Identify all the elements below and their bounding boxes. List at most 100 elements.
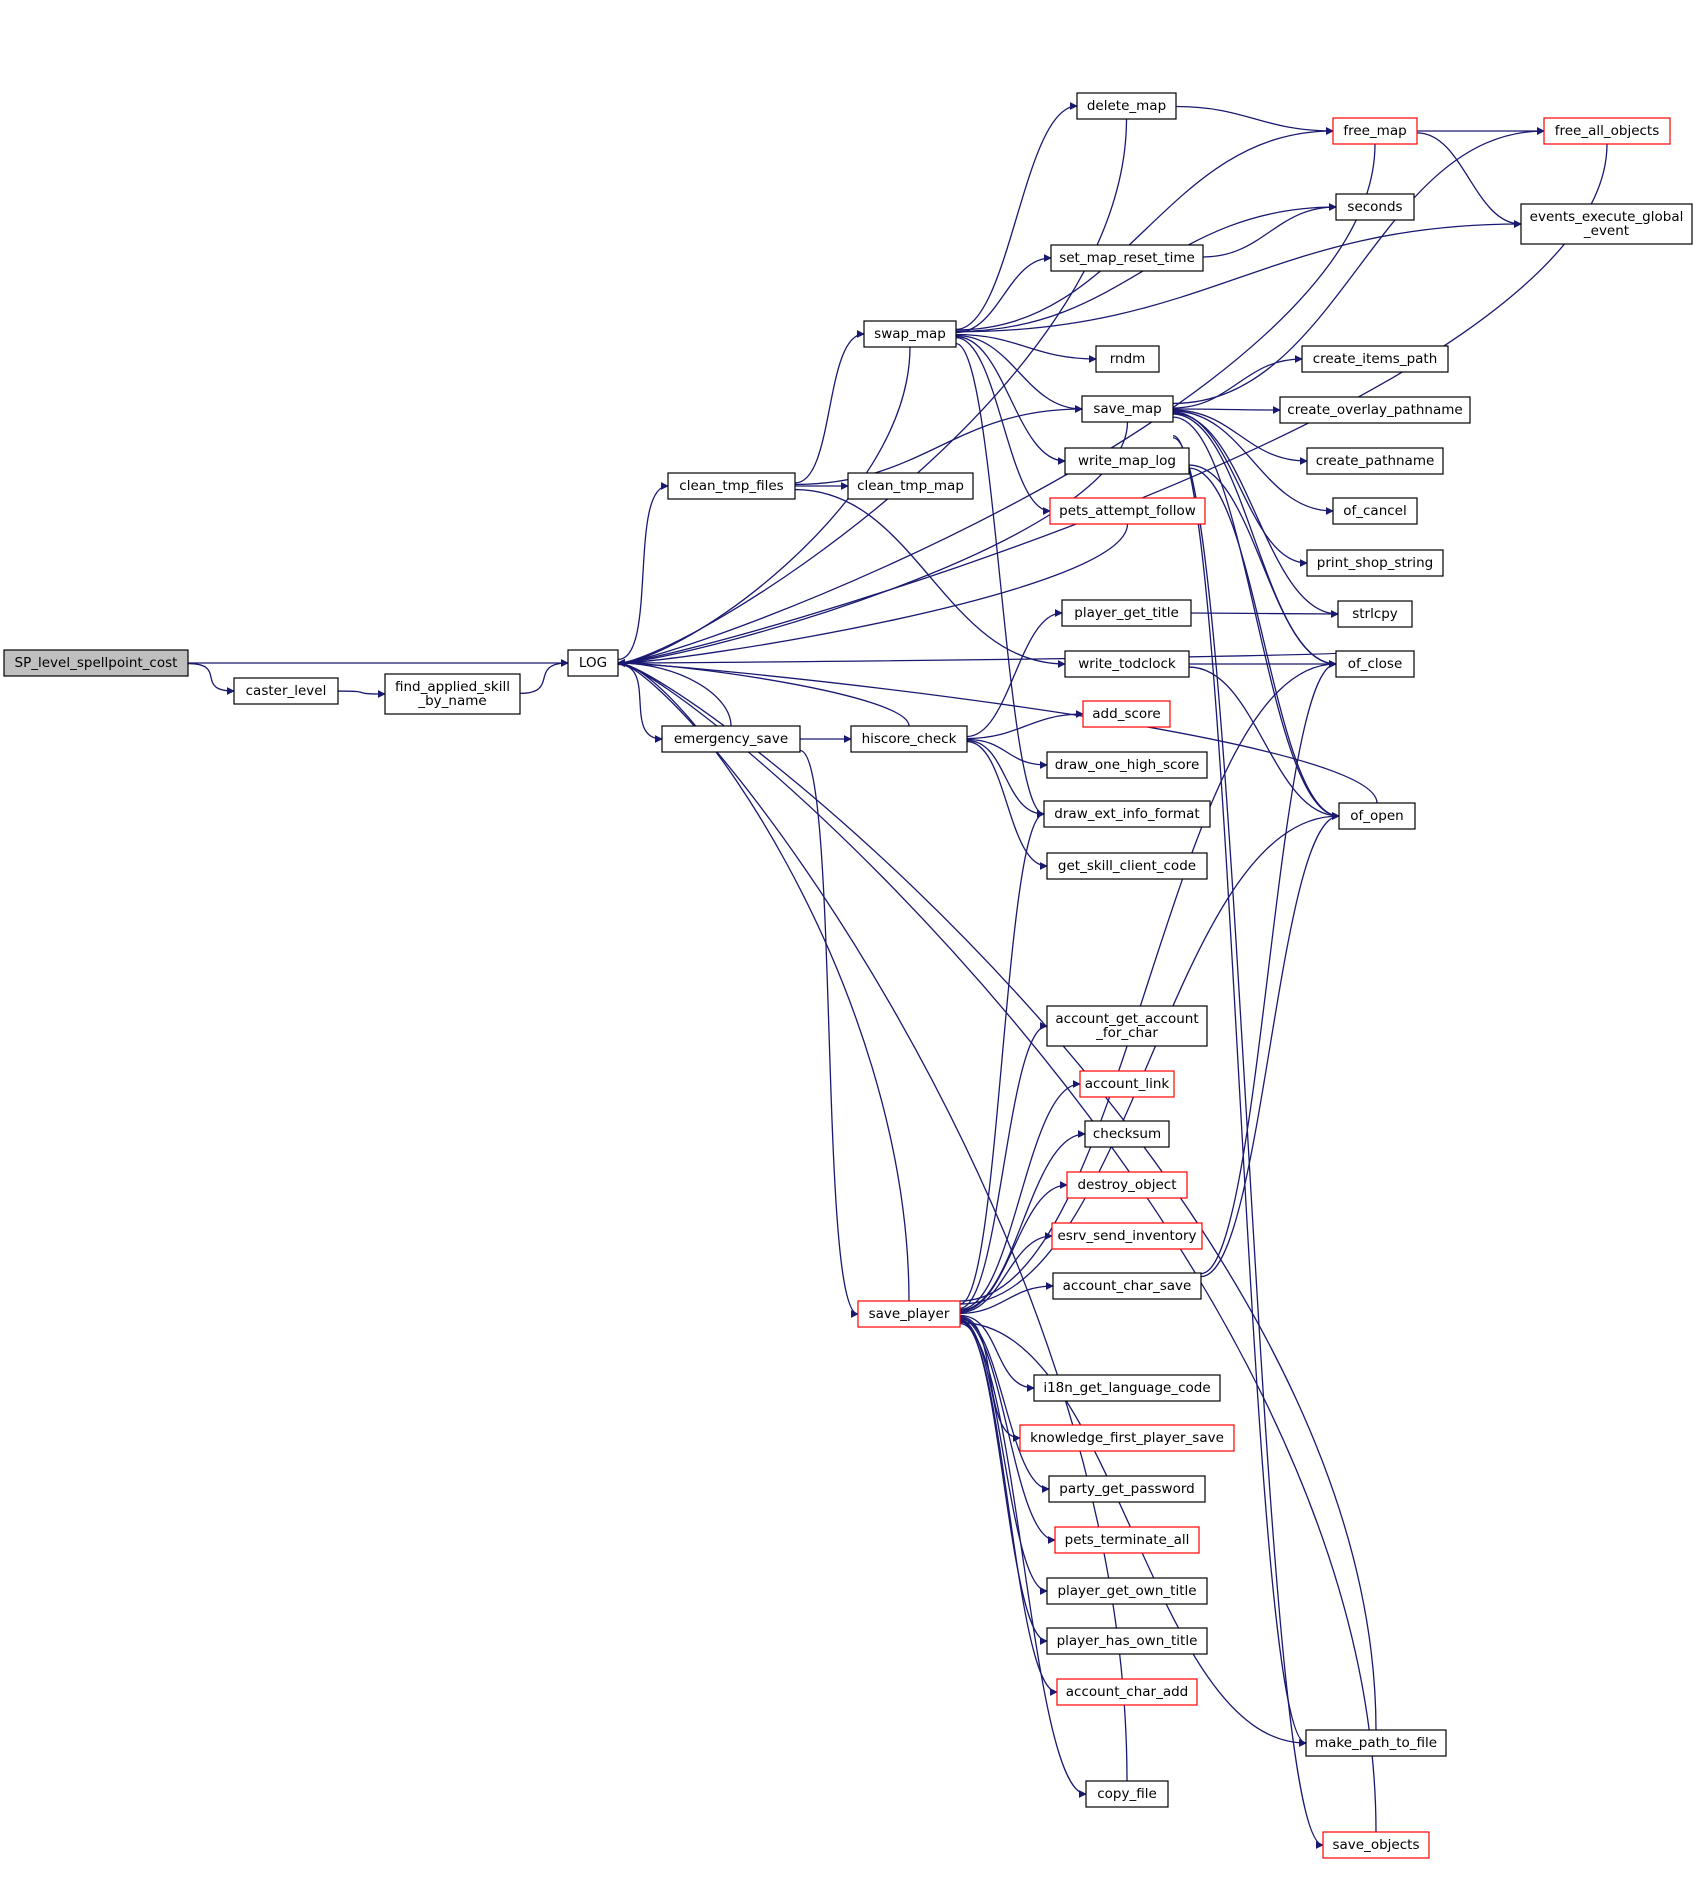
node-box: [1322, 1831, 1430, 1859]
node-set_map_reset_time[interactable]: set_map_reset_time: [1050, 244, 1204, 272]
node-box: [1064, 447, 1190, 475]
node-strlcpy[interactable]: strlcpy: [1337, 600, 1413, 628]
node-account_link[interactable]: account_link: [1079, 1070, 1175, 1098]
node-destroy_object[interactable]: destroy_object: [1066, 1171, 1188, 1199]
node-save_player[interactable]: save_player: [857, 1300, 961, 1328]
node-label: caster_level: [246, 683, 327, 699]
node-of_close[interactable]: of_close: [1335, 650, 1415, 678]
node-label: pets_terminate_all: [1065, 1532, 1190, 1548]
node-label: i18n_get_language_code: [1043, 1380, 1210, 1396]
node-save_map[interactable]: save_map: [1081, 395, 1174, 423]
node-log[interactable]: LOG: [567, 649, 619, 677]
node-clean_tmp_map[interactable]: clean_tmp_map: [847, 472, 974, 500]
node-box: [1054, 1526, 1200, 1554]
node-checksum[interactable]: checksum: [1084, 1120, 1170, 1148]
node-pets_terminate_all[interactable]: pets_terminate_all: [1054, 1526, 1200, 1554]
node-box: [1520, 203, 1693, 245]
node-draw_one_high_score[interactable]: draw_one_high_score: [1046, 751, 1208, 779]
node-label: save_map: [1093, 401, 1161, 417]
node-of_cancel[interactable]: of_cancel: [1332, 497, 1418, 525]
node-delete_map[interactable]: delete_map: [1076, 92, 1177, 120]
node-box: [1046, 1577, 1208, 1605]
node-swap_map[interactable]: swap_map: [863, 320, 957, 348]
node-player_get_title[interactable]: player_get_title: [1061, 599, 1192, 627]
node-player_get_own_title[interactable]: player_get_own_title: [1046, 1577, 1208, 1605]
node-rndm[interactable]: rndm: [1095, 345, 1160, 373]
node-account_get_account[interactable]: account_get_account_for_char: [1046, 1005, 1208, 1047]
node-party_get_password[interactable]: party_get_password: [1048, 1475, 1206, 1503]
node-hiscore_check[interactable]: hiscore_check: [850, 725, 968, 753]
node-write_map_log[interactable]: write_map_log: [1064, 447, 1190, 475]
edge-clean_tmp_files-to-save_map: [794, 405, 1083, 486]
node-label: delete_map: [1087, 98, 1166, 114]
edge-save_player-to-i18n_get_language_code: [959, 1314, 1035, 1392]
node-sp_level[interactable]: SP_level_spellpoint_cost: [3, 649, 189, 677]
edge-save_player-to-copy_file: [959, 1322, 1087, 1798]
edge-delete_map-to-log: [617, 118, 1128, 667]
node-label: _event: [1583, 223, 1629, 239]
node-label: player_has_own_title: [1057, 1633, 1198, 1649]
node-events_execute[interactable]: events_execute_global_event: [1520, 203, 1693, 245]
node-box: [1337, 600, 1413, 628]
node-label: of_close: [1348, 656, 1403, 672]
node-label: _by_name: [417, 693, 486, 709]
node-box: [1046, 1627, 1208, 1655]
node-box: [1306, 549, 1444, 577]
node-esrv_send_inventory[interactable]: esrv_send_inventory: [1051, 1222, 1203, 1250]
node-knowledge_first_player_save[interactable]: knowledge_first_player_save: [1019, 1424, 1235, 1452]
edge-save_map-to-create_overlay_pathname: [1172, 405, 1281, 414]
node-of_open[interactable]: of_open: [1338, 802, 1416, 830]
node-print_shop_string[interactable]: print_shop_string: [1306, 549, 1444, 577]
node-pets_attempt_follow[interactable]: pets_attempt_follow: [1049, 497, 1206, 525]
node-account_char_add[interactable]: account_char_add: [1056, 1678, 1198, 1706]
edge-pets_attempt_follow-to-log: [617, 523, 1129, 667]
node-write_todclock[interactable]: write_todclock: [1064, 650, 1190, 678]
node-free_all_objects[interactable]: free_all_objects: [1543, 117, 1671, 145]
node-label: SP_level_spellpoint_cost: [15, 655, 178, 671]
node-create_items_path[interactable]: create_items_path: [1301, 345, 1449, 373]
node-label: account_char_add: [1066, 1684, 1189, 1700]
edge-log-to-clean_tmp_files: [617, 482, 669, 661]
node-box: [1052, 1272, 1202, 1300]
node-free_map[interactable]: free_map: [1332, 117, 1418, 145]
node-label: create_overlay_pathname: [1287, 402, 1462, 418]
edge-save_player-to-log: [617, 659, 910, 1302]
node-make_path_to_file[interactable]: make_path_to_file: [1305, 1729, 1447, 1757]
node-label: find_applied_skill: [395, 679, 510, 695]
edge-save_map-to-strlcpy: [1172, 412, 1339, 618]
node-label: of_cancel: [1343, 503, 1407, 519]
edge-of_open-to-log: [617, 659, 1378, 804]
node-get_skill_client_code[interactable]: get_skill_client_code: [1046, 852, 1208, 880]
node-emergency_save[interactable]: emergency_save: [661, 725, 801, 753]
node-label: save_player: [869, 1306, 950, 1322]
node-seconds[interactable]: seconds: [1335, 193, 1415, 221]
node-label: account_get_account: [1055, 1011, 1198, 1027]
edge-make_path_to_file-to-log: [617, 659, 1377, 1731]
node-caster_level[interactable]: caster_level: [233, 677, 339, 705]
node-account_char_save[interactable]: account_char_save: [1052, 1272, 1202, 1300]
edge-swap_map-to-save_map: [955, 334, 1083, 413]
node-label: clean_tmp_map: [857, 478, 964, 494]
node-box: [661, 725, 801, 753]
node-add_score[interactable]: add_score: [1082, 700, 1171, 728]
edge-save_objects-to-log: [617, 659, 1377, 1833]
node-box: [1056, 1678, 1198, 1706]
edge-of_close-to-log: [617, 650, 1376, 667]
node-clean_tmp_files[interactable]: clean_tmp_files: [667, 472, 796, 500]
node-label: print_shop_string: [1317, 555, 1433, 571]
node-save_objects[interactable]: save_objects: [1322, 1831, 1430, 1859]
node-label: swap_map: [874, 326, 946, 342]
node-box: [3, 649, 189, 677]
node-label: checksum: [1093, 1126, 1161, 1142]
node-create_pathname[interactable]: create_pathname: [1306, 447, 1444, 475]
node-i18n_get_language_code[interactable]: i18n_get_language_code: [1033, 1374, 1221, 1402]
node-draw_ext_info_format[interactable]: draw_ext_info_format: [1043, 800, 1211, 828]
node-player_has_own_title[interactable]: player_has_own_title: [1046, 1627, 1208, 1655]
node-find_applied[interactable]: find_applied_skill_by_name: [384, 673, 521, 715]
edge-save_map-to-of_open: [1172, 416, 1340, 820]
node-copy_file[interactable]: copy_file: [1085, 1780, 1169, 1808]
node-box: [1084, 1120, 1170, 1148]
node-create_overlay_pathname[interactable]: create_overlay_pathname: [1279, 396, 1471, 424]
node-label: hiscore_check: [862, 731, 957, 747]
